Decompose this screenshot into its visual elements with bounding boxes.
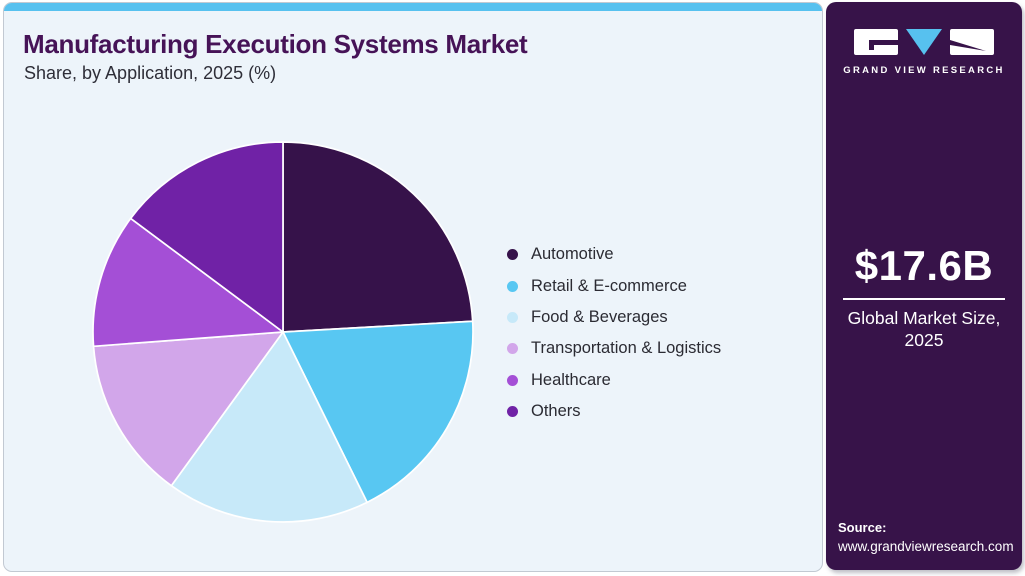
brand-name: GRAND VIEW RESEARCH [843, 65, 1005, 76]
source-label: Source: [838, 520, 887, 535]
sidebar: GRAND VIEW RESEARCH $17.6B Global Market… [826, 2, 1022, 570]
pie-chart [92, 141, 474, 523]
chart-panel: Manufacturing Execution Systems Market S… [3, 2, 823, 572]
page-title: Manufacturing Execution Systems Market [23, 29, 528, 59]
legend-label: Transportation & Logistics [531, 339, 722, 358]
source-url: www.grandviewresearch.com [838, 539, 1014, 554]
legend-dot-icon [507, 406, 518, 418]
logo-r-glyph [950, 29, 994, 55]
market-size-caption-line2: 2025 [904, 330, 944, 350]
legend-label: Food & Beverages [531, 307, 668, 326]
pie-slice-automotive [282, 141, 474, 333]
market-size-block: $17.6B Global Market Size, 2025 [826, 242, 1022, 351]
legend-item-automotive: Automotive [507, 239, 721, 270]
legend-label: Others [531, 402, 581, 421]
legend-dot-icon [507, 280, 518, 292]
legend-item-others: Others [507, 396, 721, 427]
legend-dot-icon [507, 343, 518, 355]
legend-item-healthcare: Healthcare [507, 365, 721, 396]
pie-slice-healthcare [92, 217, 284, 348]
legend-dot-icon [507, 311, 518, 323]
legend-dot-icon [507, 249, 518, 261]
pie-chart-area [91, 140, 475, 524]
legend-label: Retail & E-commerce [531, 276, 687, 295]
pie-slice-retail-e-commerce [282, 320, 474, 504]
page-subtitle: Share, by Application, 2025 (%) [24, 63, 277, 83]
source-block: Source: www.grandviewresearch.com [838, 520, 1014, 554]
gvr-logo-glyphs [854, 29, 994, 55]
logo-g-glyph [854, 29, 898, 55]
gvr-logo-icon [826, 29, 1022, 56]
pie-slice-food-beverages [170, 331, 368, 523]
legend-item-retail-e-commerce: Retail & E-commerce [507, 270, 721, 301]
accent-strip [4, 3, 822, 11]
market-size-divider [843, 298, 1005, 300]
legend-item-transportation-logistics: Transportation & Logistics [507, 333, 721, 364]
market-size-caption-line1: Global Market Size, [847, 308, 1001, 328]
legend-label: Automotive [531, 245, 614, 264]
legend-item-food-beverages: Food & Beverages [507, 302, 721, 333]
legend-dot-icon [507, 374, 518, 386]
legend-label: Healthcare [531, 370, 611, 389]
pie-slice-others [129, 141, 284, 333]
logo-v-glyph [906, 29, 942, 55]
market-size-value: $17.6B [854, 242, 994, 289]
pie-slice-transportation-logistics [92, 331, 284, 487]
brand-logo-block: GRAND VIEW RESEARCH [826, 29, 1022, 76]
